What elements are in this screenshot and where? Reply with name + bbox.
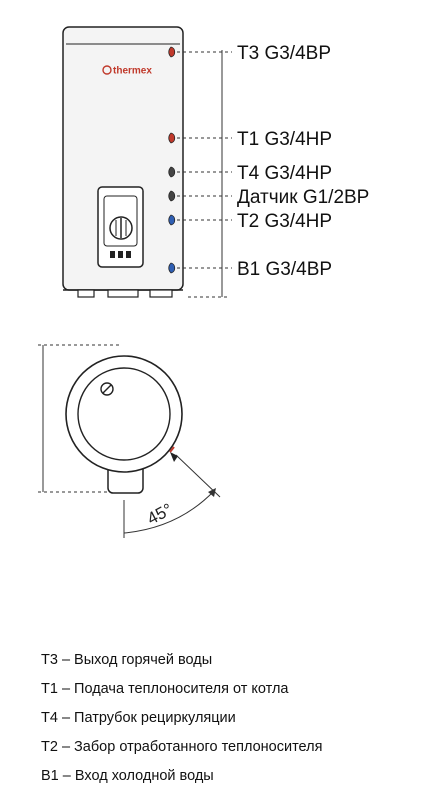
brand-logo: thermex	[102, 65, 152, 77]
water-heater-diagram: thermex T3 G3/4BP T1 G3/4HP T4 G3/4HP Датчи…	[38, 26, 369, 538]
indicator-slot	[118, 251, 123, 258]
top-fitting-slot	[102, 384, 112, 394]
connection-marker-t3	[168, 46, 176, 58]
legend-item-t3: T3 – Выход горячей воды	[41, 652, 213, 668]
top-view: 45°	[38, 344, 221, 538]
connection-marker-sensor	[168, 190, 176, 202]
connection-label-b1: B1 G3/4BP	[237, 259, 332, 280]
foot-right	[149, 289, 173, 298]
side-connection-marker	[170, 452, 178, 462]
connection-marker-t4	[168, 166, 176, 178]
legend-item-b1: B1 – Вход холодной воды	[41, 768, 214, 784]
connection-leaders	[177, 51, 232, 269]
legend-item-t4: T4 – Патрубок рециркуляции	[41, 710, 236, 726]
connection-label-t4: T4 G3/4HP	[237, 163, 332, 184]
brand-logo-text: thermex	[113, 66, 152, 77]
angle-label: 45°	[144, 500, 176, 529]
legend-item-t1: T1 – Подача теплоносителя от котла	[41, 681, 289, 697]
connection-marker-t1	[168, 132, 176, 144]
indicator-slot	[110, 251, 115, 258]
brand-logo-mark	[102, 65, 112, 75]
connection-label-t1: T1 G3/4HP	[237, 129, 332, 150]
control-panel-inner	[103, 195, 138, 247]
foot-left	[77, 289, 95, 298]
front-view: thermex	[62, 26, 184, 298]
connection-label-sensor: Датчик G1/2BP	[237, 187, 369, 208]
connection-marker-t2	[168, 214, 176, 226]
connection-label-t3: T3 G3/4BP	[237, 43, 331, 64]
connection-legend: T3 – Выход горячей воды T1 – Подача тепл…	[41, 646, 322, 791]
angle-arc	[123, 490, 215, 534]
angle-arrowhead	[208, 488, 216, 497]
indicator-slot	[126, 251, 131, 258]
tank-inner-circle	[77, 367, 171, 461]
control-panel	[97, 186, 144, 268]
connection-marker-b1	[168, 262, 176, 274]
foot-middle	[107, 289, 139, 298]
connection-markers	[168, 46, 176, 274]
side-connection-accent	[169, 446, 175, 453]
connection-label-t2: T2 G3/4HP	[237, 211, 332, 232]
connection-labels: T3 G3/4BP T1 G3/4HP T4 G3/4HP Датчик G1/2BP…	[237, 43, 369, 280]
legend-item-t2: T2 – Забор отработанного теплоносителя	[41, 739, 323, 755]
